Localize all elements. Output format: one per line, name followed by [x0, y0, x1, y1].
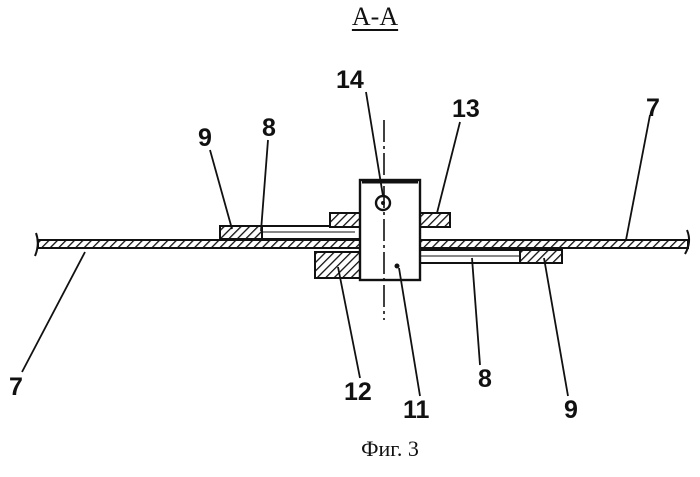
- label-7-left: 7: [9, 375, 23, 400]
- label-7-right: 7: [646, 96, 660, 121]
- label-8-bottom: 8: [478, 367, 492, 392]
- figure-caption: Фиг. 3: [330, 436, 450, 462]
- axle-11: [360, 180, 420, 280]
- label-9-bottom: 9: [564, 398, 578, 423]
- label-8-top: 8: [262, 116, 276, 141]
- label-12: 12: [344, 380, 372, 405]
- label-13: 13: [452, 97, 480, 122]
- label-11: 11: [403, 398, 429, 423]
- label-9-top: 9: [198, 126, 212, 151]
- label-14: 14: [336, 68, 364, 93]
- pin-14: [376, 196, 390, 210]
